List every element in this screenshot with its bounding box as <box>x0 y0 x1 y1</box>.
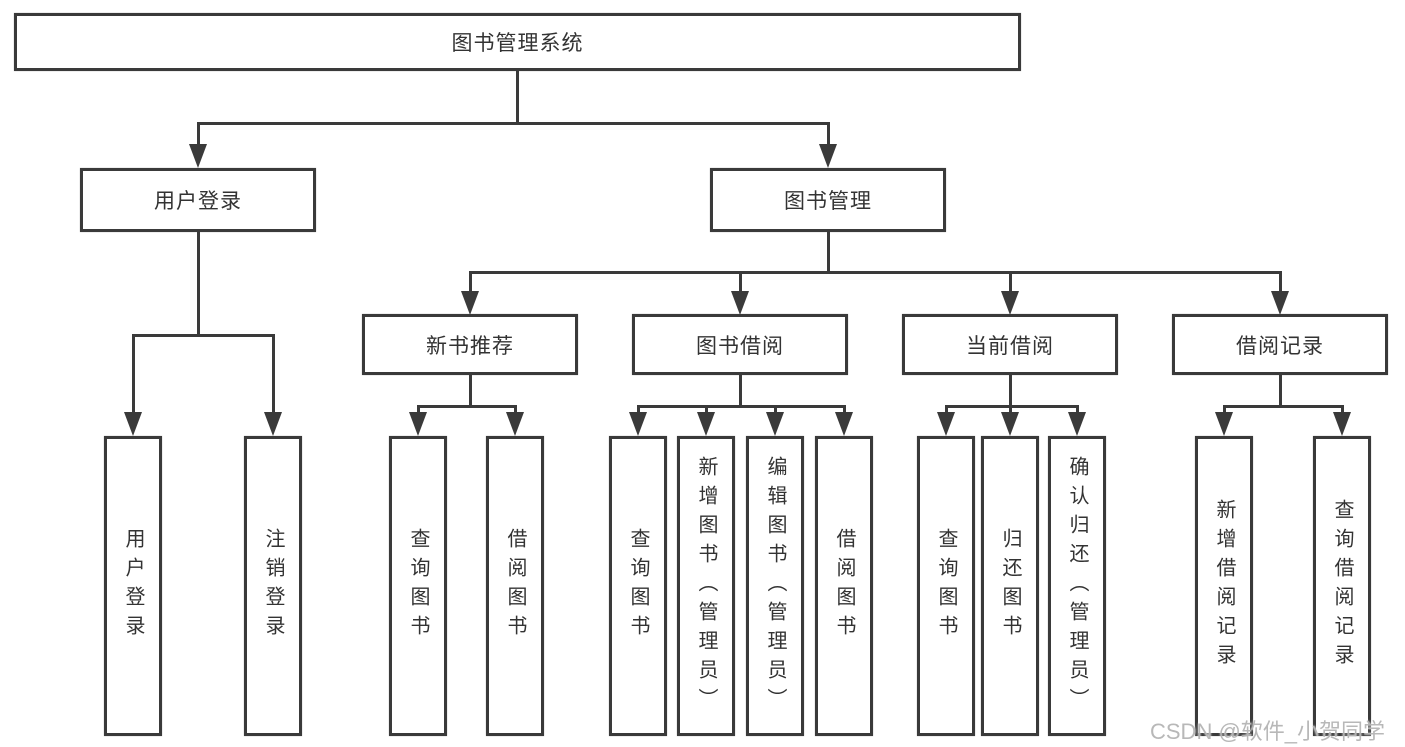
connector-drop <box>944 405 948 414</box>
arrowhead-down-icon <box>461 291 479 315</box>
connector-drop <box>773 405 777 414</box>
node-library-management-system: 图书管理系统 <box>14 13 1021 71</box>
arrowhead-down-icon <box>1001 291 1019 315</box>
node-label: 用户登录 <box>154 190 242 213</box>
connector-bus-level3 <box>468 271 1282 274</box>
node-label: 注销登录 <box>262 528 284 644</box>
node-label: 借阅记录 <box>1236 334 1324 358</box>
connector-current-borrow-stub <box>1008 375 1012 408</box>
arrowhead-down-icon <box>697 412 715 436</box>
node-label: 新书推荐 <box>426 334 514 358</box>
arrowhead-down-icon <box>506 412 524 436</box>
connector-drop-leaf-user-login <box>131 334 135 412</box>
arrowhead-down-icon <box>264 412 282 436</box>
node-label: 借阅图书 <box>504 528 526 644</box>
node-label: 图书借阅 <box>696 334 784 358</box>
node-leaf-borrow-books-1: 借阅图书 <box>486 436 544 736</box>
node-label: 编辑图书（管理员） <box>764 455 786 717</box>
node-book-management: 图书管理 <box>710 168 946 232</box>
node-leaf-logout: 注销登录 <box>244 436 302 736</box>
node-leaf-add-books-admin: 新增图书（管理员） <box>677 436 735 736</box>
arrowhead-down-icon <box>937 412 955 436</box>
node-label: 用户登录 <box>122 528 144 644</box>
node-label: 新增借阅记录 <box>1213 499 1235 673</box>
connector-drop-user-login <box>196 122 200 146</box>
connector-new-book-stub <box>468 375 472 408</box>
node-label: 归还图书 <box>999 528 1021 644</box>
connector-drop <box>704 405 708 414</box>
arrowhead-down-icon <box>835 412 853 436</box>
csdn-watermark: CSDN @软件_小贺同学 <box>1150 719 1386 744</box>
node-label: 查询图书 <box>407 528 429 644</box>
connector-drop <box>513 405 517 414</box>
node-leaf-user-login: 用户登录 <box>104 436 162 736</box>
connector-drop <box>842 405 846 414</box>
node-label: 图书管理 <box>784 190 872 213</box>
arrowhead-down-icon <box>1215 412 1233 436</box>
node-current-borrow: 当前借阅 <box>902 314 1118 375</box>
node-book-borrow: 图书借阅 <box>632 314 848 375</box>
connector-drop-leaf-logout <box>271 334 275 412</box>
connector-bus-new-book <box>416 405 517 408</box>
connector-bus-current-borrow <box>944 405 1079 408</box>
connector-drop <box>416 405 420 414</box>
node-label: 当前借阅 <box>966 334 1054 358</box>
connector-drop-borrow-records <box>1278 271 1282 293</box>
connector-bus-borrow-records <box>1222 405 1344 408</box>
arrowhead-down-icon <box>1271 291 1289 315</box>
connector-book-borrow-stub <box>738 375 742 408</box>
connector-drop-book-borrow <box>738 271 742 293</box>
arrowhead-down-icon <box>766 412 784 436</box>
connector-drop <box>636 405 640 414</box>
arrowhead-down-icon <box>1068 412 1086 436</box>
node-label: 查询借阅记录 <box>1331 499 1353 673</box>
node-leaf-query-borrow-record: 查询借阅记录 <box>1313 436 1371 736</box>
connector-root-stub <box>516 70 519 122</box>
node-leaf-add-borrow-record: 新增借阅记录 <box>1195 436 1253 736</box>
node-leaf-query-books-2: 查询图书 <box>609 436 667 736</box>
arrowhead-down-icon <box>1333 412 1351 436</box>
connector-drop <box>1340 405 1344 414</box>
connector-drop <box>1222 405 1226 414</box>
connector-drop <box>1008 405 1012 414</box>
node-leaf-borrow-books-2: 借阅图书 <box>815 436 873 736</box>
node-leaf-edit-books-admin: 编辑图书（管理员） <box>746 436 804 736</box>
node-label: 查询图书 <box>627 528 649 644</box>
node-leaf-query-books-3: 查询图书 <box>917 436 975 736</box>
connector-bus-user-login <box>131 334 275 337</box>
node-label: 新增图书（管理员） <box>695 455 717 717</box>
connector-drop-current-borrow <box>1008 271 1012 293</box>
node-label: 借阅图书 <box>833 528 855 644</box>
connector-book-management-stub <box>826 232 830 274</box>
node-label: 确认归还（管理员） <box>1066 455 1088 717</box>
arrowhead-down-icon <box>189 144 207 168</box>
node-new-book-recommend: 新书推荐 <box>362 314 578 375</box>
connector-drop-new-book-recommend <box>468 271 472 293</box>
arrowhead-down-icon <box>124 412 142 436</box>
connector-bus-level2 <box>196 122 830 125</box>
connector-drop <box>1075 405 1079 414</box>
arrowhead-down-icon <box>629 412 647 436</box>
node-label: 查询图书 <box>935 528 957 644</box>
connector-bus-book-borrow <box>636 405 846 408</box>
node-label: 图书管理系统 <box>451 32 584 55</box>
node-user-login: 用户登录 <box>80 168 316 232</box>
arrowhead-down-icon <box>731 291 749 315</box>
node-borrow-records: 借阅记录 <box>1172 314 1388 375</box>
connector-borrow-records-stub <box>1278 375 1282 408</box>
arrowhead-down-icon <box>409 412 427 436</box>
arrowhead-down-icon <box>819 144 837 168</box>
node-leaf-return-books: 归还图书 <box>981 436 1039 736</box>
connector-drop-book-management <box>826 122 830 146</box>
connector-user-login-stub <box>196 232 200 337</box>
arrowhead-down-icon <box>1001 412 1019 436</box>
node-leaf-query-books-1: 查询图书 <box>389 436 447 736</box>
node-leaf-confirm-return-admin: 确认归还（管理员） <box>1048 436 1106 736</box>
